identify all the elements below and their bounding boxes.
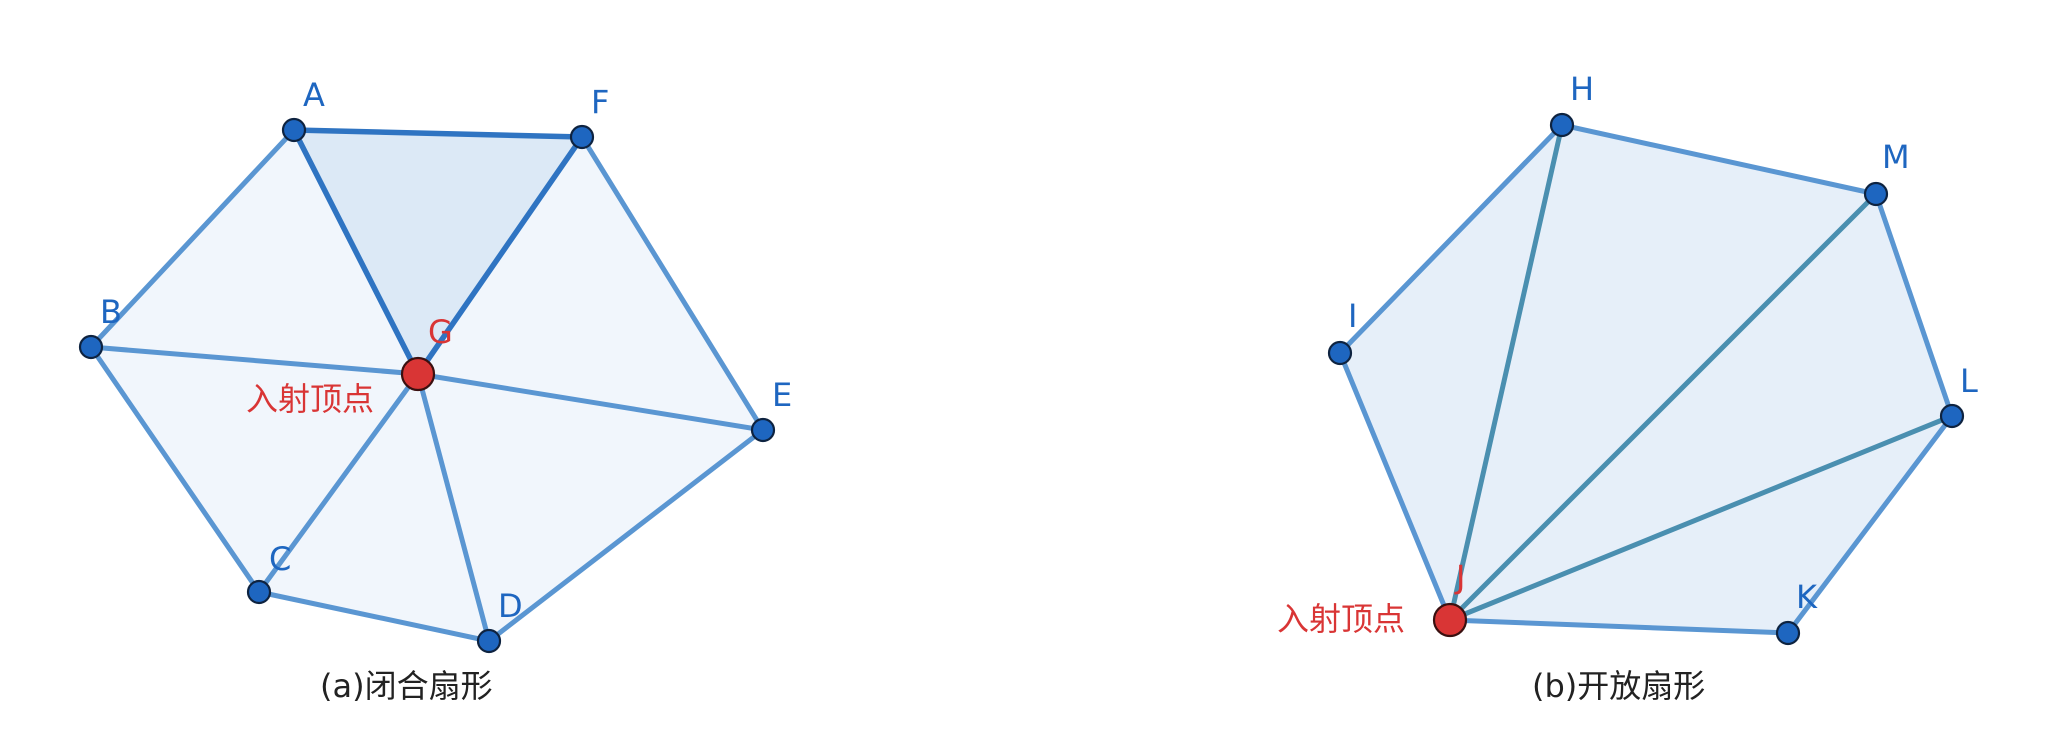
open-fan-diagram: H M I L J K 入射顶点 (b)开放扇形 [1277,70,1978,705]
edge-J-I [1337,350,1453,623]
incident-vertex-note-a: 入射顶点 [246,380,374,418]
vertex-label-G: G [428,313,453,351]
edge-G-D [415,371,492,644]
edge-J-M [1447,191,1879,623]
vertex-label-A: A [303,76,325,114]
edge-K-J [1447,617,1791,636]
vertex-C [246,579,272,605]
edge-B-C [88,344,262,595]
vertex-H [1549,112,1575,138]
edge-G-F [415,134,585,377]
incident-vertex-note-b: 入射顶点 [1277,600,1405,638]
vertex-label-B: B [100,293,122,331]
vertex-A [281,117,307,143]
edge-J-H [1447,122,1565,623]
edge-M-L [1873,191,1955,419]
open-fan-fill [1340,125,1952,633]
vertex-label-H: H [1570,70,1594,108]
edge-A-B [88,127,297,350]
edge-G-A [291,127,421,377]
vertex-label-D: D [498,587,523,625]
edge-D-E [486,427,766,644]
vertex-I [1327,340,1353,366]
edge-H-M [1559,122,1879,197]
edge-A-F [291,127,585,140]
vertex-label-L: L [1960,362,1978,400]
edge-E-F [579,134,766,433]
closed-fan-diagram: A F B G E C D 入射顶点 (a)闭合扇形 [78,76,792,705]
incident-vertex-G [400,356,436,392]
edge-L-K [1785,413,1955,636]
vertex-label-C: C [269,540,291,578]
highlighted-triangle-AFG [294,130,582,374]
vertex-label-I: I [1348,297,1357,335]
vertex-label-K: K [1796,578,1818,616]
edge-I-H [1337,122,1565,356]
vertex-E [750,417,776,443]
edge-J-L [1447,413,1955,623]
caption-open-fan: (b)开放扇形 [1532,667,1705,705]
vertex-K [1775,620,1801,646]
edge-G-C [256,371,421,595]
vertex-label-F: F [591,83,609,121]
edge-G-B [88,344,421,377]
vertex-F [569,124,595,150]
vertex-B [78,334,104,360]
vertex-L [1939,403,1965,429]
vertex-label-M: M [1882,138,1910,176]
vertex-label-J: J [1454,558,1465,596]
vertex-label-E: E [772,376,792,414]
vertex-M [1863,181,1889,207]
vertex-D [476,628,502,654]
incident-vertex-J [1432,602,1468,638]
edge-G-E [415,371,766,433]
edge-C-D [256,589,492,644]
caption-closed-fan: (a)闭合扇形 [320,667,493,705]
